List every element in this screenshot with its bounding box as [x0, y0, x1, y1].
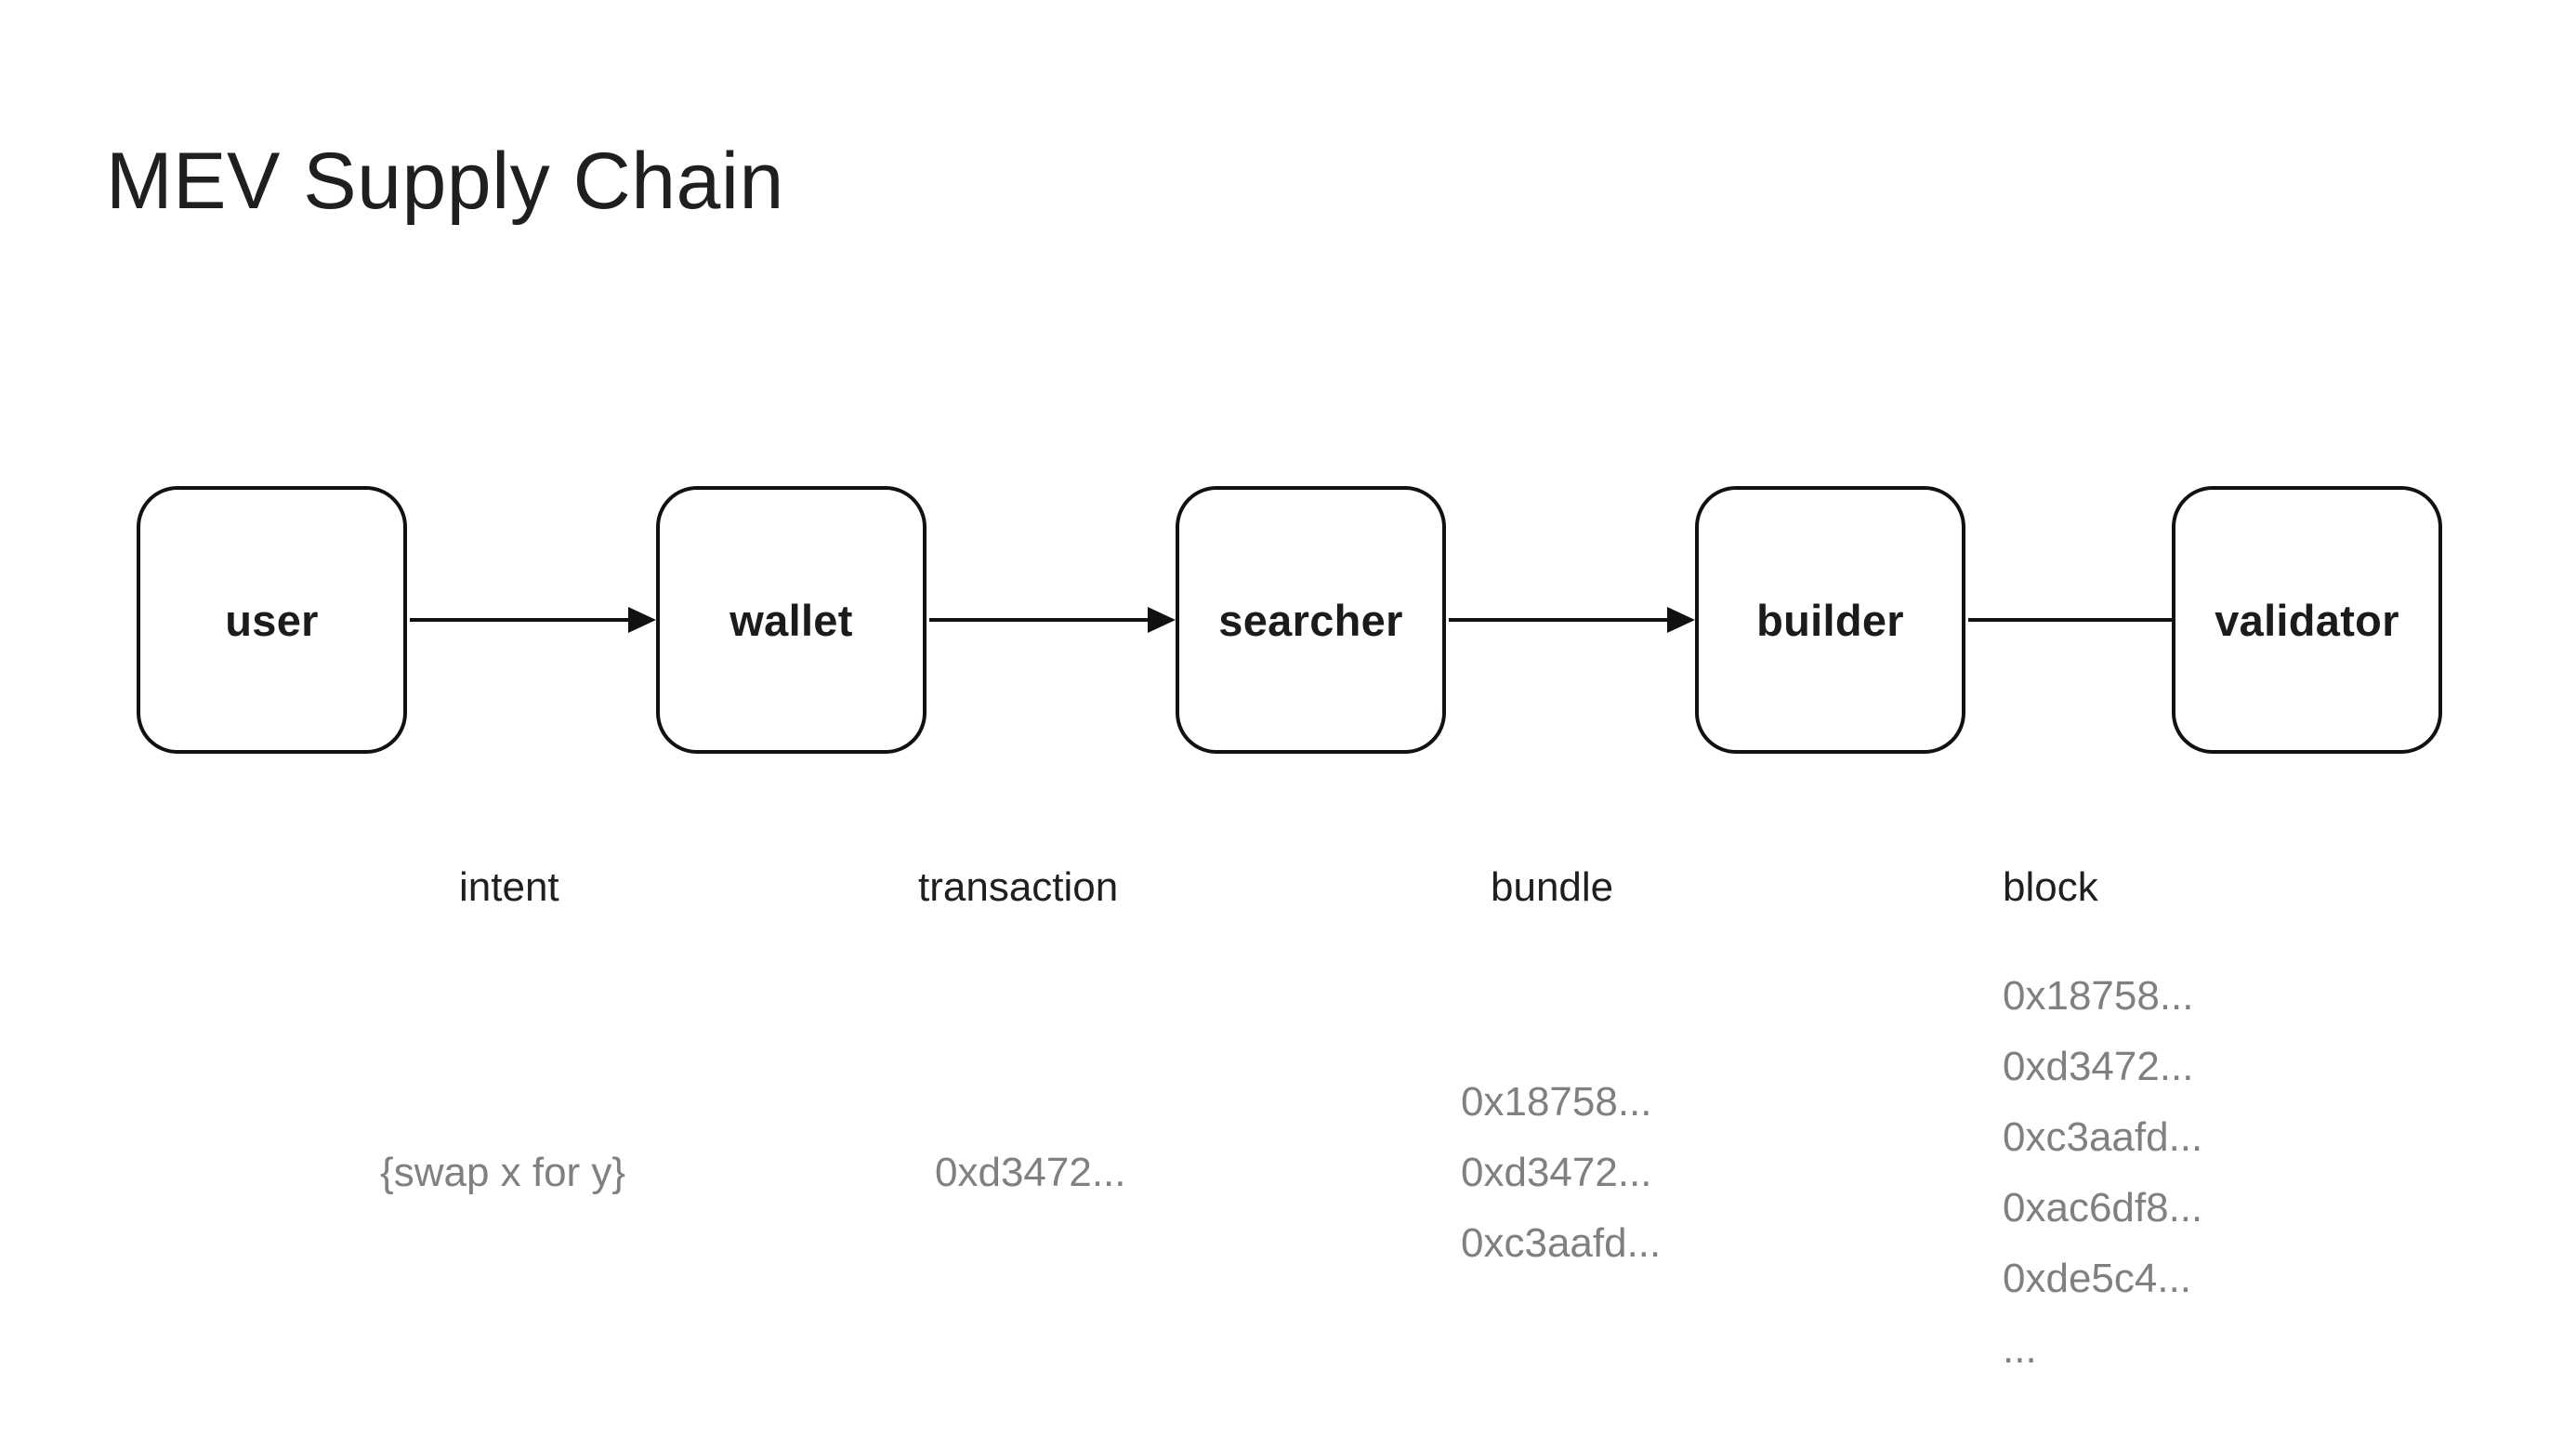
payload-line: ...	[2003, 1326, 2037, 1372]
arrow-shaft	[410, 618, 631, 622]
payload-line: 0xc3aafd...	[1461, 1220, 1662, 1266]
payload-line: 0x18758...	[2003, 973, 2194, 1019]
arrow-head-icon	[1148, 607, 1176, 633]
arrow-wallet-to-searcher	[929, 607, 1176, 633]
edge-label-bundle: bundle	[1491, 864, 1614, 910]
node-label-wallet: wallet	[729, 595, 853, 645]
arrow-head-icon	[1667, 607, 1695, 633]
payload-line: 0xc3aafd...	[2003, 1114, 2203, 1160]
node-label-user: user	[225, 595, 319, 645]
payload-transaction: 0xd3472...	[935, 1138, 1126, 1208]
node-builder[interactable]: builder	[1695, 486, 1965, 754]
payload-bundle: 0x18758... 0xd3472... 0xc3aafd...	[1461, 1067, 1661, 1279]
payload-line: 0xac6df8...	[2003, 1185, 2203, 1231]
payload-line: 0xde5c4...	[2003, 1256, 2192, 1301]
arrow-head-icon	[628, 607, 656, 633]
node-label-builder: builder	[1756, 595, 1904, 645]
node-label-validator: validator	[2215, 595, 2399, 645]
arrow-user-to-wallet	[410, 607, 656, 633]
payload-line: 0xd3472...	[2003, 1044, 2194, 1089]
payload-line: {swap x for y}	[380, 1150, 626, 1195]
payload-block: 0x18758... 0xd3472... 0xc3aafd... 0xac6df8.…	[2003, 961, 2202, 1385]
edge-label-block: block	[2003, 864, 2098, 910]
node-searcher[interactable]: searcher	[1176, 486, 1446, 754]
payload-line: 0xd3472...	[935, 1150, 1126, 1195]
arrow-shaft	[1449, 618, 1670, 622]
arrow-shaft	[1968, 618, 2189, 622]
arrow-searcher-to-builder	[1449, 607, 1695, 633]
payload-intent: {swap x for y}	[380, 1138, 625, 1208]
node-validator[interactable]: validator	[2172, 486, 2442, 754]
edge-label-intent: intent	[459, 864, 559, 910]
node-label-searcher: searcher	[1218, 595, 1403, 645]
edge-label-transaction: transaction	[918, 864, 1119, 910]
payload-line: 0x18758...	[1461, 1079, 1652, 1125]
flow-diagram: user wallet searcher builder validator	[0, 486, 2576, 754]
arrow-shaft	[929, 618, 1150, 622]
node-wallet[interactable]: wallet	[656, 486, 927, 754]
payload-line: 0xd3472...	[1461, 1150, 1652, 1195]
node-user[interactable]: user	[137, 486, 407, 754]
page-title: MEV Supply Chain	[106, 137, 784, 226]
